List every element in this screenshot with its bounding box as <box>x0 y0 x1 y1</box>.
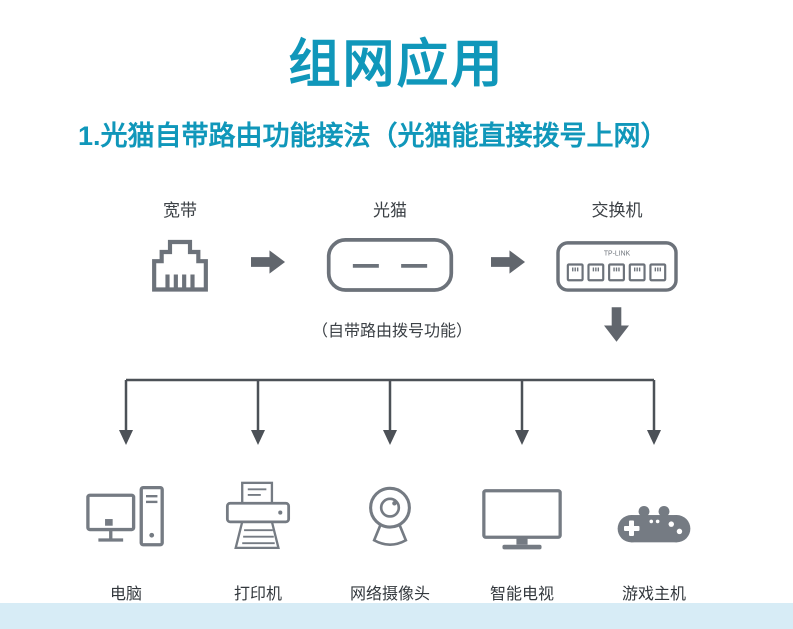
flow-node-label: 光猫 <box>373 201 407 220</box>
flow-node-switch: 交换机 TP-LINK <box>554 196 680 295</box>
printer-icon <box>219 468 297 572</box>
switch-brand-text: TP-LINK <box>604 250 631 257</box>
right-arrow-icon <box>491 249 526 275</box>
modem-icon <box>325 233 455 295</box>
device-game-console: 游戏主机 <box>588 468 720 604</box>
device-label: 游戏主机 <box>621 586 686 603</box>
page-title: 组网应用 <box>288 36 505 94</box>
flow-node-modem: 光猫 <box>320 196 460 295</box>
device-webcam: 网络摄像头 <box>324 468 456 604</box>
device-label: 电脑 <box>109 586 142 603</box>
device-label: 网络摄像头 <box>349 586 430 603</box>
device-label: 打印机 <box>233 586 282 603</box>
flow-node-broadband: 宽带 <box>128 196 232 295</box>
flow-node-label: 交换机 <box>591 201 643 220</box>
device-label: 智能电视 <box>489 586 554 603</box>
right-arrow-icon <box>251 249 286 275</box>
devices-row: 电脑 <box>60 468 720 604</box>
device-printer: 打印机 <box>192 468 324 604</box>
footer-strip <box>0 603 793 629</box>
desktop-computer-icon <box>86 468 166 572</box>
webcam-icon <box>353 468 427 572</box>
tree-connector <box>60 378 720 448</box>
device-computer: 电脑 <box>60 468 192 604</box>
modem-caption: （自带路由拨号功能） <box>311 323 472 340</box>
smart-tv-icon <box>480 468 564 572</box>
section-heading: 1.光猫自带路由功能接法（光猫能直接拨号上网） <box>78 121 668 151</box>
device-smart-tv: 智能电视 <box>456 468 588 604</box>
game-controller-icon <box>614 468 694 572</box>
rj45-port-icon <box>150 233 210 295</box>
flow-node-label: 宽带 <box>163 201 197 220</box>
switch-icon: TP-LINK <box>555 233 679 295</box>
down-arrow-icon <box>604 307 629 342</box>
